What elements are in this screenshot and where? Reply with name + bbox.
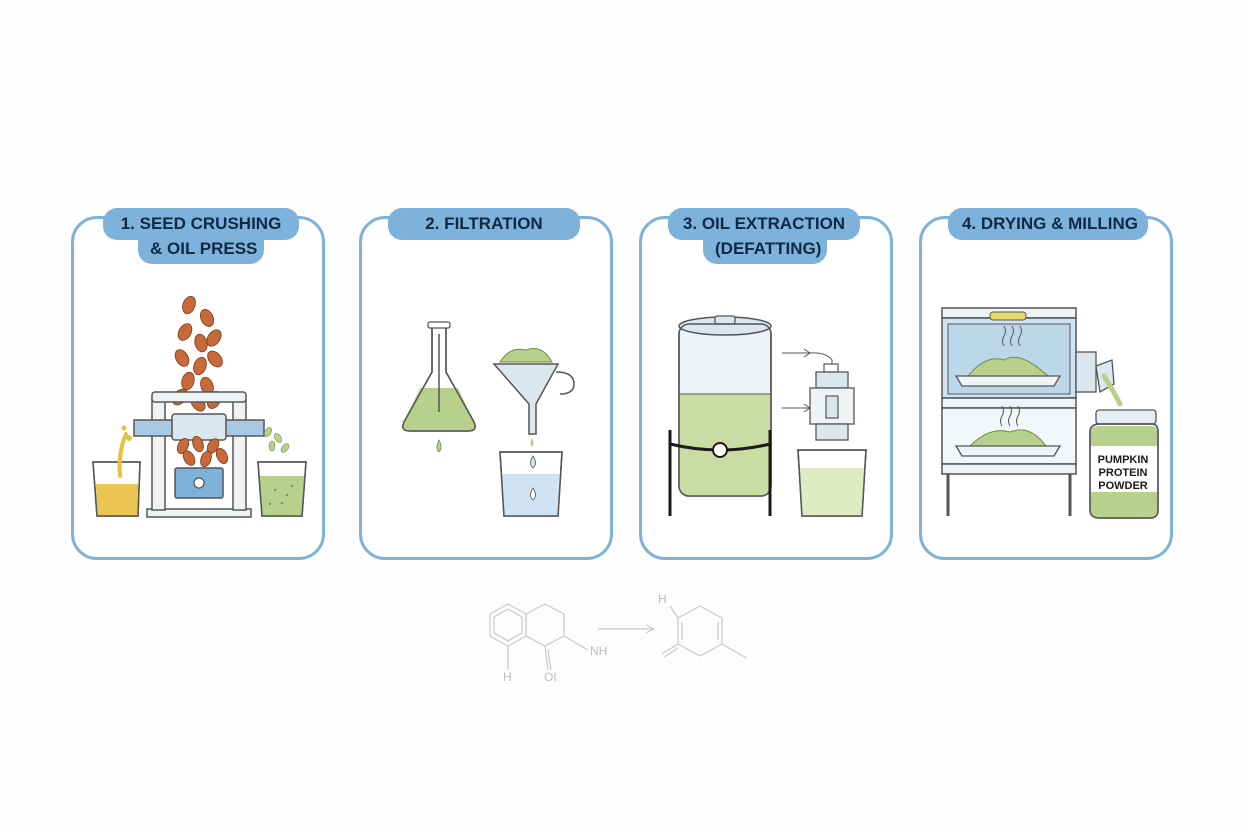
jar-label-line-2: PROTEIN xyxy=(1098,467,1148,479)
jar-label: PUMPKIN PROTEIN POWDER xyxy=(1091,454,1155,493)
chem-label-h-top: H xyxy=(658,592,667,606)
jar-label-line-1: PUMPKIN xyxy=(1097,454,1149,466)
drying-milling-illustration xyxy=(941,307,1159,519)
step-3-subtitle: (DEFATTING) xyxy=(703,238,827,264)
chem-label-oi: OI xyxy=(544,670,557,684)
seed-press-illustration xyxy=(92,295,307,518)
extraction-illustration xyxy=(668,315,867,517)
step-2-title: 2. FILTRATION xyxy=(388,208,580,240)
step-1-subtitle: & OIL PRESS xyxy=(138,238,264,264)
filtration-illustration xyxy=(402,321,575,517)
step-3-title: 3. OIL EXTRACTION xyxy=(668,208,860,240)
chemical-structures xyxy=(489,603,747,671)
chem-label-h-bottom: H xyxy=(503,670,512,684)
step-4-title: 4. DRYING & MILLING xyxy=(948,208,1148,240)
jar-label-line-3: POWDER xyxy=(1098,480,1148,492)
chem-label-nh: NH xyxy=(590,644,608,658)
step-1-title: 1. SEED CRUSHING xyxy=(103,208,299,240)
step-panel-filtration xyxy=(359,216,613,560)
